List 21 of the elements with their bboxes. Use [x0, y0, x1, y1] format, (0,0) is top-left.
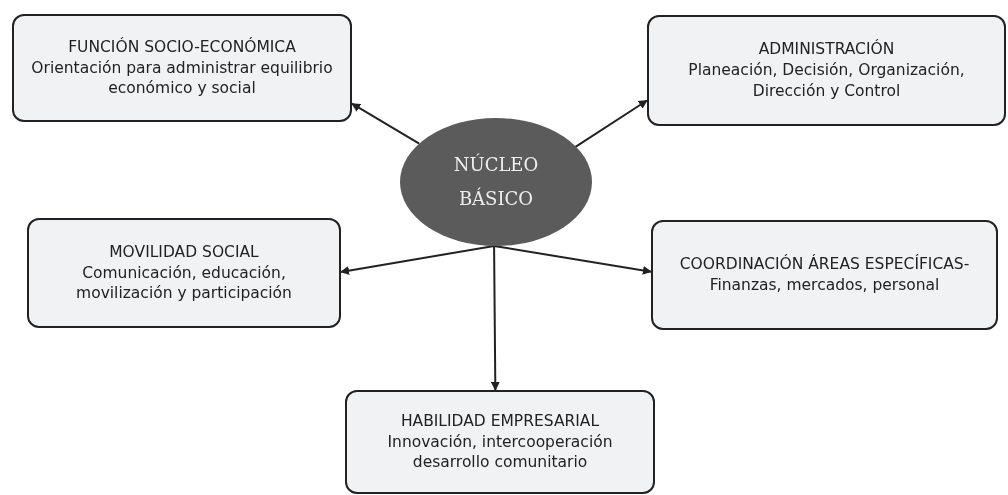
box-text: COORDINACIÓN ÁREAS ESPECÍFICAS-Finanzas, mercados, personal [678, 254, 971, 296]
arrow [351, 102, 421, 145]
box-text: Comunicación, educación, movilización y participación [75, 262, 293, 305]
box-heading: ADMINISTRACIÓN [758, 39, 895, 61]
box-text: Orientación para administrar equilibrio económico y social [30, 57, 334, 100]
topic-box [651, 220, 998, 330]
box-text: Planeación, Decisión, Organización, Dirección y Control [687, 60, 966, 102]
box-heading: MOVILIDAD SOCIAL [109, 241, 259, 263]
box-heading: FUNCIÓN SOCIO-ECONÓMICA [68, 36, 296, 58]
core-ellipse [400, 118, 592, 246]
arrow [573, 99, 648, 149]
topic-box [345, 390, 655, 494]
arrow [493, 245, 652, 275]
node-label: NÚCLEO BÁSICO [452, 152, 540, 211]
topic-box [647, 15, 1006, 126]
topic-box [12, 14, 352, 122]
arrow [490, 245, 500, 391]
topic-box [27, 218, 341, 328]
arrow [340, 245, 496, 275]
box-text: Innovación, intercooperación desarrollo comunitario [386, 431, 614, 474]
box-heading: HABILIDAD EMPRESARIAL [400, 410, 600, 432]
